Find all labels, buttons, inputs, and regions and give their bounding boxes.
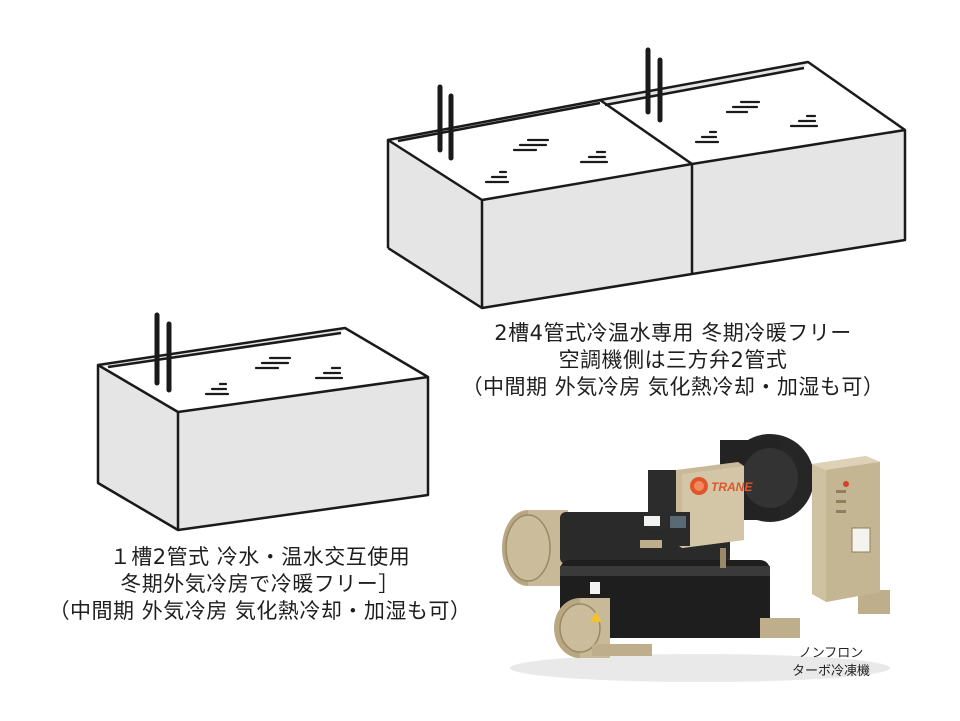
two-tank-storage [386,47,907,310]
one-tank-caption: １槽2管式 冷水・温水交互使用 冬期外気冷房で冷暖フリー］ （中間期 外気冷房 … [30,544,490,625]
two-tank-caption-line-2: 空調機側は三方弁2管式 [558,348,788,372]
one-tank-caption-line-3: （中間期 外気冷房 気化熱冷却・加湿も可） [48,599,472,623]
chiller-label-line-1: ノンフロン [798,646,864,661]
water-ripples [484,100,819,184]
brand-logo-text: TRANE [711,480,753,494]
one-tank-storage [96,312,430,532]
two-tank-caption-line-3: （中間期 外気冷房 気化熱冷却・加湿も可） [461,375,885,399]
chiller-photo: TRANE [502,434,890,682]
chiller-label: ノンフロン ターボ冷凍機 [776,645,886,681]
one-tank-caption-line-2: 冬期外気冷房で冷暖フリー］ [120,572,400,596]
chiller-label-line-2: ターボ冷凍機 [791,664,870,679]
one-tank-caption-line-1: １槽2管式 冷水・温水交互使用 [109,545,411,569]
water-ripples [204,356,344,396]
two-tank-caption: 2槽4管式冷温水専用 冬期冷暖フリー 空調機側は三方弁2管式 （中間期 外気冷房… [418,320,928,401]
two-tank-caption-line-1: 2槽4管式冷温水専用 冬期冷暖フリー [494,321,852,345]
